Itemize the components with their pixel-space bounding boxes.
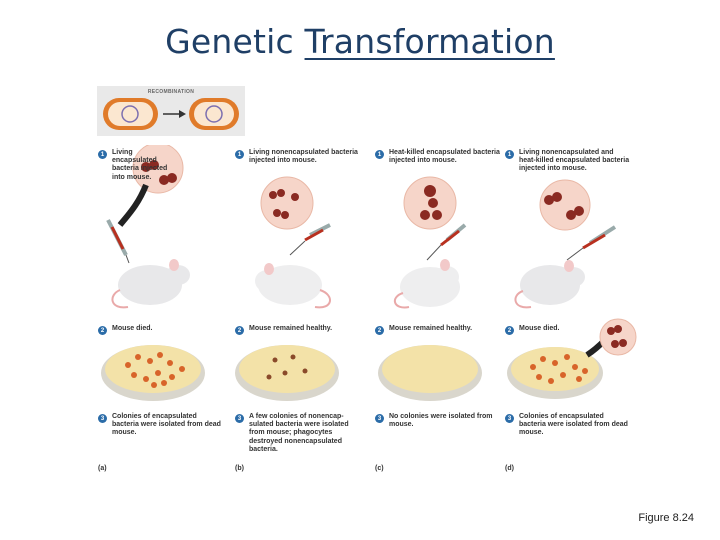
step-text: Colonies of encapsulated bacteria were i… [519,413,628,437]
step-badge: 1 [235,150,244,159]
mouse-icon [393,259,460,309]
plasmid-right [205,105,223,123]
arrow-head [179,110,186,118]
plasmid-left [121,105,139,123]
step-text: Heat-killed encapsulated bacteria inject… [389,149,500,165]
panel-a-illustration [101,145,205,401]
bacterium-left-inner [108,102,153,126]
petri-dish [101,345,205,401]
step-text: A few colonies of nonencap-sulated bacte… [249,413,349,453]
step-badge: 3 [235,414,244,423]
step-text: Living nonencapsulated and heat-killed e… [519,149,630,173]
syringe-icon [566,225,617,261]
bacteria-cluster [544,192,584,220]
figure-caption: Figure 8.24 [638,512,694,524]
panel-c-illustration [378,176,482,401]
panel-letter: (b) [235,465,244,472]
page-title: Genetic Transformation [0,22,720,61]
step-text: Mouse died. [519,325,560,332]
step-badge: 2 [98,326,107,335]
step-badge: 1 [98,150,107,159]
step-badge: 3 [98,414,107,423]
panel-b: 1 Living nonencapsulated bacteria injecte… [235,145,370,475]
panel-d-step-2: 2 Mouse died. [505,325,631,335]
step-text: Mouse remained healthy. [389,325,473,332]
step-badge: 3 [375,414,384,423]
petri-dish [378,345,482,401]
panel-a-step-1: 1 Living encapsulated bacteria injected i… [98,149,172,182]
recombination-diagram [103,98,239,130]
colonies [125,352,185,388]
panel-b-step-2: 2 Mouse remained healthy. [235,325,361,335]
bacteria-cluster [141,160,177,185]
panel-b-illustration [235,176,339,401]
recombination-inset: RECOMBINATION [97,86,245,136]
syringe-icon [289,223,331,256]
bacteria-cluster [420,185,442,220]
panel-b-step-1: 1 Living nonencapsulated bacteria injecte… [235,149,361,165]
step-text: Living nonencapsulated bacteria injected… [249,149,358,165]
mouse-icon [514,260,585,309]
panel-a-step-3: 3 Colonies of encapsulated bacteria were … [98,413,224,438]
step-text: Living encapsulated bacteria injected in… [112,149,168,181]
panel-c-step-1: 1 Heat-killed encapsulated bacteria injec… [375,149,501,165]
syringe-icon [426,223,467,261]
panel-a-step-2: 2 Mouse died. [98,325,224,335]
colonies [530,354,588,384]
step-badge: 1 [505,150,514,159]
panel-d-step-3: 3 Colonies of encapsulated bacteria were … [505,413,631,438]
panel-c: 1 Heat-killed encapsulated bacteria injec… [375,145,510,475]
panel-letter: (a) [98,465,107,472]
magnifier-circle [539,179,591,231]
title-word-transformation: Transformation [304,22,555,61]
bacteria-cluster [269,189,299,219]
panel-d-step-1: 1 Living nonencapsulated and heat-killed … [505,149,631,174]
recombination-label: RECOMBINATION [147,89,195,95]
magnifier-circle [260,176,314,230]
panel-c-step-3: 3 No colonies were isolated from mouse. [375,413,501,429]
mouse-icon [111,259,190,309]
panel-c-step-2: 2 Mouse remained healthy. [375,325,501,335]
bacterium-right-inner [194,102,234,126]
colonies [266,354,308,380]
panel-letter: (d) [505,465,514,472]
step-text: Mouse remained healthy. [249,325,333,332]
step-text: No colonies were isolated from mouse. [389,413,493,429]
step-badge: 1 [375,150,384,159]
mouse-icon [255,263,331,309]
step-badge: 2 [235,326,244,335]
step-text: Mouse died. [112,325,153,332]
panel-d: 1 Living nonencapsulated and heat-killed … [505,145,640,475]
syringe-icon [106,219,130,264]
step-text: Colonies of encapsulated bacteria were i… [112,413,221,437]
panel-d-illustration [507,179,637,399]
step-badge: 2 [505,326,514,335]
pointer-wedge [117,183,149,227]
step-badge: 3 [505,414,514,423]
step-badge: 2 [375,326,384,335]
panel-letter: (c) [375,465,384,472]
bacteria-cluster-small [607,325,627,348]
title-word-genetic: Genetic [165,22,294,61]
panel-a: 1 Living encapsulated bacteria injected i… [98,145,233,475]
panel-b-step-3: 3 A few colonies of nonencap-sulated bact… [235,413,361,454]
